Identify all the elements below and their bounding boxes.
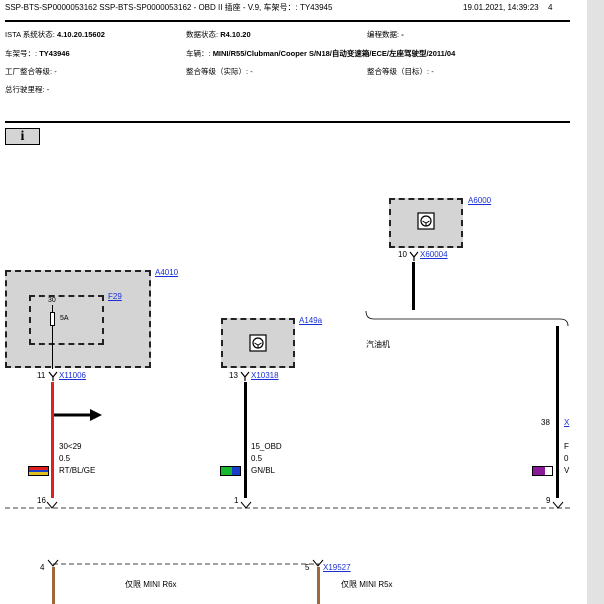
engine-label: 汽油机: [366, 340, 390, 349]
ref-a6000-link[interactable]: A6000: [468, 196, 492, 205]
wire-lower-right: [317, 567, 320, 604]
swatch-white: [544, 467, 552, 475]
ref-f29-link[interactable]: F29: [108, 292, 122, 301]
ista-status: ISTA 系统状态: 4.10.20.15602: [5, 31, 105, 39]
wire-lower-left: [52, 567, 55, 604]
connector-x11006-link[interactable]: X11006: [59, 371, 86, 380]
connector-right-link[interactable]: X: [564, 418, 570, 427]
integration-target: 整合等级（目标）: -: [367, 68, 434, 76]
wire2-signal: 15_OBD: [251, 442, 282, 451]
wire1-signal: 30<29: [59, 442, 82, 451]
vehicle: 车辆：: MINI/R55/Clubman/Cooper S/N18/自动变速箱…: [186, 50, 455, 58]
prog-label: 编程数据:: [367, 30, 400, 39]
control-unit-icon: [417, 212, 435, 230]
swatch-violet: [533, 467, 545, 475]
pin-4: 4: [40, 563, 45, 572]
wire2-color-swatch: [220, 466, 241, 476]
vin-label: 车架号：:: [5, 49, 38, 58]
vin-value: TY43946: [39, 49, 70, 58]
integration-actual: 整合等级（实际）: -: [186, 68, 253, 76]
wire3-signal: F: [564, 442, 569, 451]
fuse-f29-icon: [50, 312, 55, 326]
component-a6000[interactable]: [389, 198, 463, 248]
component-a4010[interactable]: [5, 270, 151, 368]
wire1-color-swatch: [28, 466, 49, 476]
mileage-value: -: [46, 85, 50, 94]
print-datetime: 19.01.2021, 14:39:23: [463, 3, 539, 12]
data-value: R4.10.20: [220, 30, 251, 39]
prog-status: 编程数据: -: [367, 31, 404, 39]
ista-value: 4.10.20.15602: [56, 30, 105, 39]
document-title: SSP-BTS-SP0000053162 SSP-BTS-SP000005316…: [5, 3, 333, 12]
component-a149a[interactable]: [221, 318, 295, 368]
arrow-right-icon: [54, 409, 102, 421]
mileage-label: 总行驶里程:: [5, 85, 45, 94]
swatch-green: [221, 467, 233, 475]
int-actual-value: -: [250, 67, 253, 76]
control-unit-icon: [249, 334, 267, 352]
wire2-color: GN/BL: [251, 466, 276, 475]
pin-a149a: 13: [229, 371, 238, 380]
pin-16: 16: [37, 496, 46, 505]
ista-label: ISTA 系统状态:: [5, 30, 55, 39]
wire3-color: V: [564, 466, 570, 475]
wire1-color: RT/BL/GE: [59, 466, 96, 475]
factory-level: 工厂整合等级: -: [5, 68, 57, 76]
int-actual-label: 整合等级（实际）:: [186, 67, 249, 76]
connector-x10318-link[interactable]: X10318: [251, 371, 279, 380]
note-mini-r6x: 仅限 MINI R6x: [125, 580, 177, 589]
vin: 车架号：: TY43946: [5, 50, 70, 58]
ref-a149a-link[interactable]: A149a: [299, 316, 323, 325]
int-target-label: 整合等级（目标）:: [367, 67, 430, 76]
vehicle-label: 车辆：:: [186, 49, 211, 58]
header-rule: [5, 20, 570, 22]
factory-label: 工厂整合等级:: [5, 67, 53, 76]
pin-9: 9: [546, 496, 551, 505]
vehicle-value: MINI/R55/Clubman/Cooper S/N18/自动变速箱/ECE/…: [212, 49, 456, 58]
pin-a6000: 10: [398, 250, 407, 259]
data-label: 数据状态:: [186, 30, 219, 39]
connector-x19527-link[interactable]: X19527: [323, 563, 351, 572]
connector-x60004-link[interactable]: X60004: [420, 250, 448, 259]
meta-rule: [5, 121, 570, 123]
pin-fork-icon: [240, 371, 250, 381]
wire-gn-bl: [244, 382, 247, 498]
pin-5: 5: [305, 563, 310, 572]
swatch-red: [29, 467, 48, 470]
lower-connector-bar: [47, 559, 324, 567]
wire2-gauge: 0.5: [251, 454, 263, 463]
wire3-color-swatch: [532, 466, 553, 476]
prog-value: -: [401, 30, 404, 39]
fuse-rating: 5A: [60, 315, 69, 322]
pin-1: 1: [234, 496, 239, 505]
swatch-yellow: [29, 472, 48, 476]
data-status: 数据状态: R4.10.20: [186, 31, 251, 39]
mileage: 总行驶里程: -: [5, 86, 49, 94]
wire-rt-bl-ge: [51, 382, 54, 498]
pin-38: 38: [541, 418, 550, 427]
wire3-gauge: 0: [564, 454, 569, 463]
pin-fork-icon: [409, 251, 419, 261]
scrollbar-gutter[interactable]: [587, 0, 604, 604]
wire-a6000: [412, 262, 415, 310]
wire1-gauge: 0.5: [59, 454, 71, 463]
fuse-lead: [52, 305, 53, 369]
wire-right: [556, 326, 559, 498]
ref-a4010-link[interactable]: A4010: [155, 268, 179, 277]
info-icon: i: [20, 128, 25, 144]
factory-value: -: [54, 67, 57, 76]
info-button[interactable]: i: [5, 128, 40, 145]
note-mini-r5x: 仅限 MINI R5x: [341, 580, 393, 589]
fuse-pin: 30: [48, 297, 56, 304]
swatch-blue: [232, 467, 240, 475]
fuse-block-f29[interactable]: [29, 295, 104, 345]
int-target-value: -: [431, 67, 434, 76]
engine-bracket: [365, 310, 569, 326]
pin-fork-icon: [48, 371, 58, 381]
pin-a4010: 11: [37, 371, 46, 380]
page-number: 4: [548, 3, 553, 12]
swatch-blue: [29, 469, 48, 473]
obd-connector-bar: [5, 501, 570, 509]
